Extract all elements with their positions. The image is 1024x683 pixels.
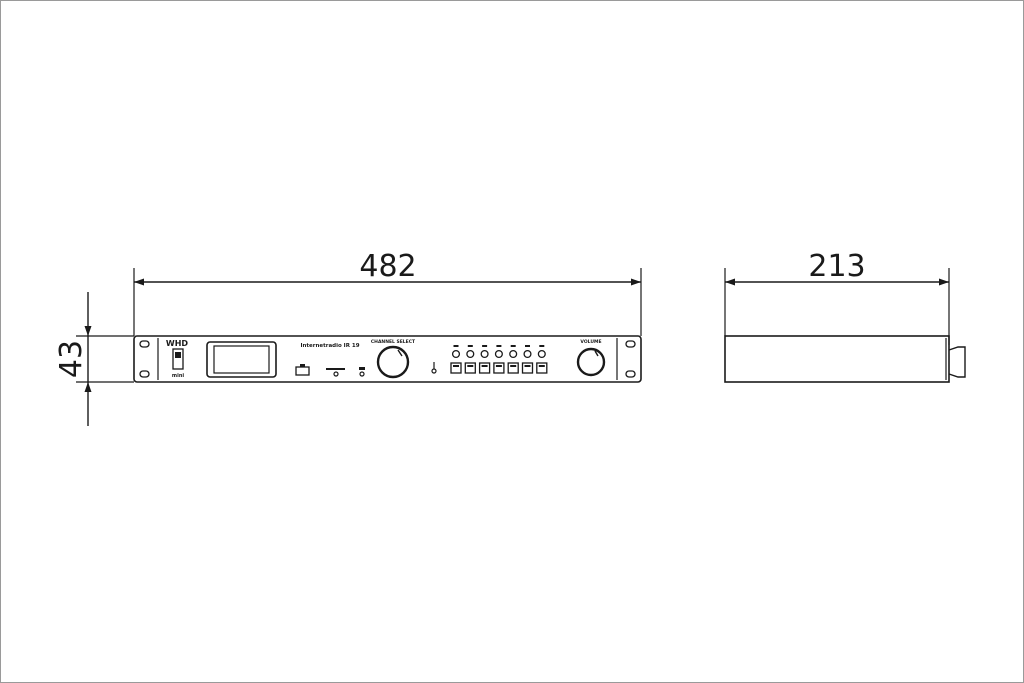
- logo-text: WHD: [166, 339, 189, 348]
- channel-knob-marker: [397, 349, 403, 357]
- channel-select-knob: [376, 345, 410, 379]
- front-panel: [133, 335, 642, 383]
- width-value: 482: [359, 249, 416, 284]
- preset-label-mark: [482, 345, 488, 347]
- device-front-view: WHD mini Internetradio IR 19 CHANNEL SEL…: [133, 335, 642, 383]
- preset-led: [494, 349, 503, 359]
- preset-led: [537, 349, 546, 359]
- preset-button-cap: [524, 365, 531, 367]
- preset-label-mark: [467, 345, 473, 347]
- preset-label-mark: [510, 345, 516, 347]
- side-knob-profile: [948, 346, 966, 378]
- preset-button: [478, 362, 491, 374]
- display-bezel: [206, 341, 277, 378]
- height-dimension: 43: [54, 292, 134, 426]
- preset-button-group: [450, 345, 548, 374]
- volume-knob-marker: [594, 350, 599, 357]
- preset-button-cap: [467, 365, 474, 367]
- preset-label-mark: [539, 345, 545, 347]
- headphone-label-mark: [359, 367, 365, 370]
- preset-led: [523, 349, 532, 359]
- preset-label-mark: [496, 345, 502, 347]
- preset-label-mark: [453, 345, 459, 347]
- preset-button: [507, 362, 519, 374]
- preset-led: [451, 349, 461, 359]
- led-indicator: [333, 371, 339, 377]
- headphone-jack: [359, 371, 365, 377]
- preset-button-cap: [495, 365, 502, 367]
- preset-button: [493, 362, 505, 374]
- preset-button: [450, 362, 462, 374]
- preset-label-mark: [525, 345, 530, 347]
- side-body: [724, 335, 950, 383]
- preset-led: [509, 349, 518, 359]
- brand-logo: WHD mini: [166, 339, 189, 379]
- mounting-slot: [139, 370, 150, 378]
- power-switch-rocker: [175, 352, 181, 358]
- preset-led: [466, 349, 475, 359]
- preset-button: [521, 362, 534, 374]
- height-value: 43: [54, 340, 89, 378]
- device-side-view: [724, 335, 966, 383]
- channel-knob-label: CHANNEL SELECT: [371, 339, 416, 345]
- preset-button: [464, 362, 476, 374]
- depth-value: 213: [808, 249, 865, 284]
- preset-button-cap: [510, 365, 517, 367]
- width-dimension: 482: [133, 249, 642, 336]
- display-screen: [213, 345, 270, 374]
- model-label: Internetradio IR 19: [300, 343, 359, 349]
- preset-button: [536, 362, 548, 374]
- preset-button-cap: [453, 365, 459, 367]
- logo-subtext: mini: [172, 373, 184, 379]
- mounting-slot: [625, 340, 636, 348]
- usb-port-tab: [300, 364, 305, 367]
- preset-button-cap: [538, 365, 545, 367]
- volume-knob-label: VOLUME: [580, 339, 601, 345]
- volume-knob: [576, 347, 606, 377]
- power-switch-icon: [172, 348, 184, 370]
- mounting-slot: [625, 370, 636, 378]
- preset-led: [480, 349, 489, 359]
- preset-button-cap: [481, 365, 488, 367]
- depth-dimension: 213: [724, 249, 950, 345]
- mounting-slot: [139, 340, 150, 348]
